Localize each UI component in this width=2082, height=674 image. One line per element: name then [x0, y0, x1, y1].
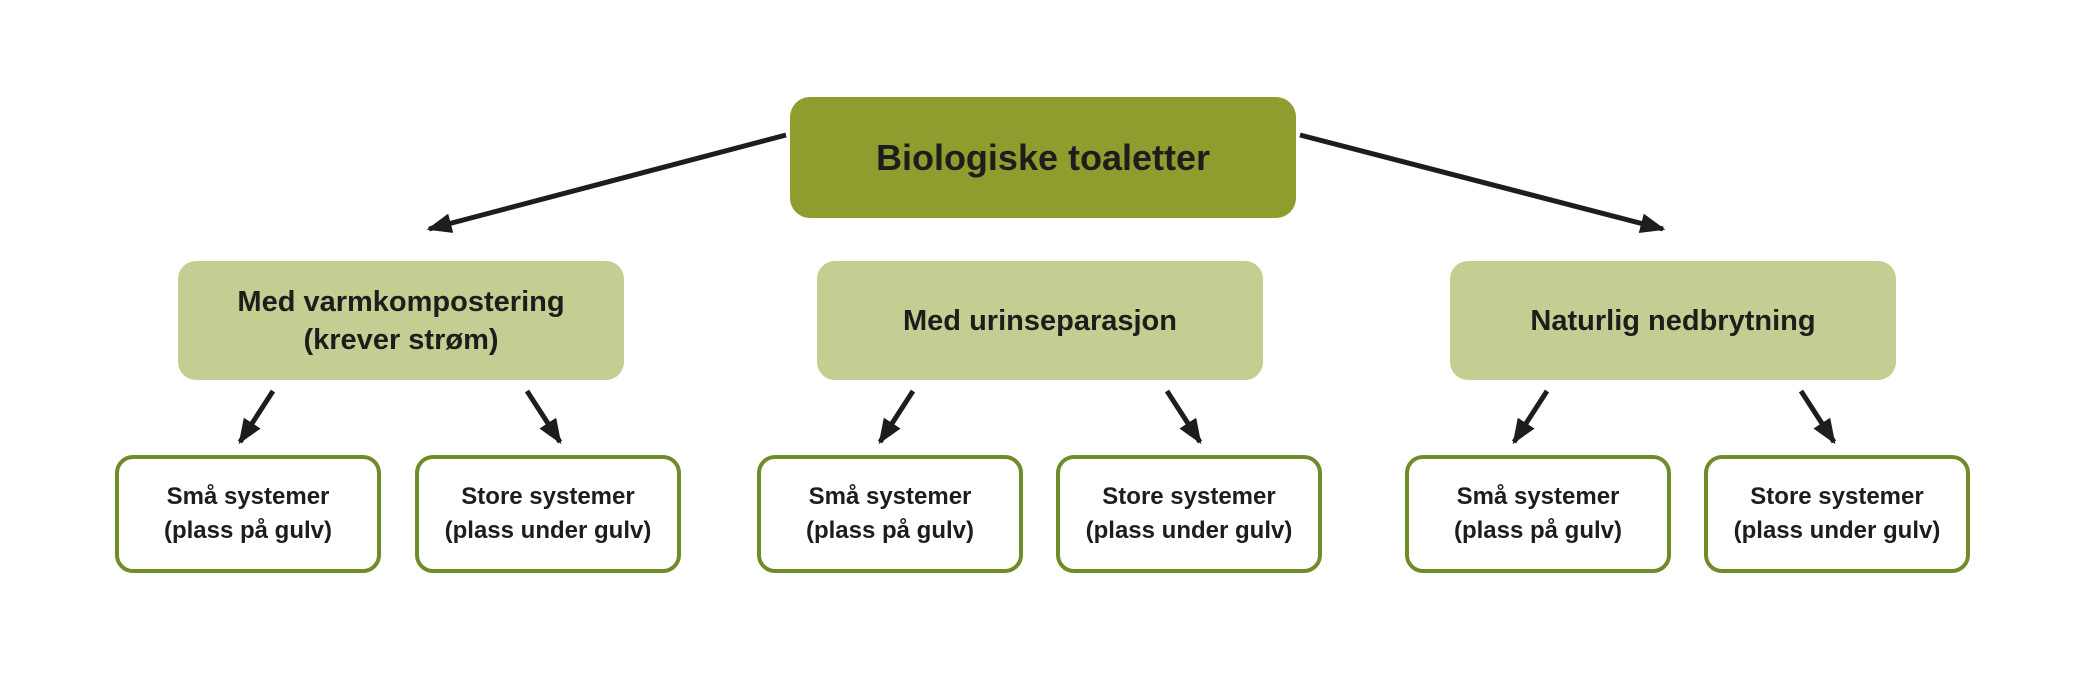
node-store-systemer-2: Store systemer (plass under gulv) — [1056, 455, 1322, 573]
arrow-varmkompostering-to-sma — [237, 389, 276, 445]
node-label-line1: Store systemer — [1102, 483, 1276, 510]
node-label-line1: Med urinseparasjon — [903, 304, 1177, 337]
node-label-line1: Store systemer — [461, 483, 635, 510]
node-label-line2: (plass på gulv) — [805, 517, 975, 544]
arrow-root-to-varmkompostering — [426, 132, 787, 233]
node-label-line1: Små systemer — [1456, 483, 1620, 510]
node-med-varmkompostering: Med varmkompostering (krever strøm) — [178, 261, 624, 380]
node-biologiske-toaletter: Biologiske toaletter — [790, 97, 1296, 218]
arrow-root-to-nedbrytning — [1299, 132, 1666, 234]
node-sma-systemer-3: Små systemer (plass på gulv) — [1405, 455, 1671, 573]
node-store-systemer-3: Store systemer (plass under gulv) — [1704, 455, 1970, 573]
node-label-line2: (plass under gulv) — [444, 517, 652, 544]
arrow-urinseparasjon-to-store — [1164, 389, 1203, 445]
node-med-urinseparasjon: Med urinseparasjon — [817, 261, 1263, 380]
node-label-line2: (plass på gulv) — [1453, 517, 1623, 544]
node-label-line2: (plass på gulv) — [163, 517, 333, 544]
node-label-line1: Med varmkompostering — [237, 285, 565, 318]
node-naturlig-nedbrytning: Naturlig nedbrytning — [1450, 261, 1896, 380]
node-label-line1: Små systemer — [808, 483, 972, 510]
node-label-line1: Store systemer — [1750, 483, 1924, 510]
node-label-line2: (plass under gulv) — [1085, 517, 1293, 544]
node-sma-systemer-1: Små systemer (plass på gulv) — [115, 455, 381, 573]
arrow-nedbrytning-to-sma — [1511, 389, 1550, 445]
arrow-urinseparasjon-to-sma — [877, 389, 916, 445]
node-label-line2: (krever strøm) — [303, 323, 499, 356]
node-label-line1: Naturlig nedbrytning — [1530, 304, 1816, 337]
arrow-nedbrytning-to-store — [1798, 389, 1837, 445]
node-store-systemer-1: Store systemer (plass under gulv) — [415, 455, 681, 573]
node-label-line2: (plass under gulv) — [1733, 517, 1941, 544]
arrow-varmkompostering-to-store — [524, 389, 563, 445]
node-sma-systemer-2: Små systemer (plass på gulv) — [757, 455, 1023, 573]
node-label-line1: Små systemer — [166, 483, 330, 510]
root-label: Biologiske toaletter — [875, 136, 1211, 178]
